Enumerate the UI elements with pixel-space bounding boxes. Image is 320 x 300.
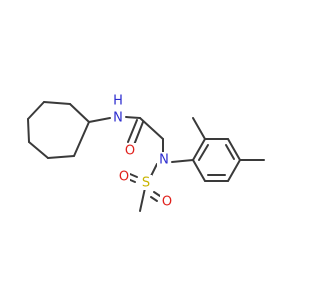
atom-label-n-sulfonamide: N xyxy=(159,153,169,168)
bond-s-o2-double-a xyxy=(153,191,161,197)
bond-carbonyl-to-ch2 xyxy=(139,117,164,140)
bond-ring-6 xyxy=(47,155,75,159)
bond-ring-1 xyxy=(69,103,90,123)
bond-ring-to-nh xyxy=(88,117,111,123)
atom-o-carbonyl: O xyxy=(124,143,137,159)
atom-label-s: S xyxy=(142,176,150,191)
bond-aryl-3-inner xyxy=(225,144,235,160)
bond-aryl-4 xyxy=(227,159,241,182)
bond-ring-2 xyxy=(43,101,71,105)
bond-aryl-1-inner xyxy=(198,144,209,161)
bond-nh-to-carbonyl xyxy=(125,116,141,119)
atom-s: S xyxy=(140,175,152,191)
atom-label-n-amide: N xyxy=(113,111,123,126)
bond-ring-4 xyxy=(27,118,30,143)
bond-s-to-methyl xyxy=(139,187,146,212)
bond-aryl-6 xyxy=(192,159,206,182)
bond-n-to-s xyxy=(150,163,158,177)
bond-ring-5 xyxy=(28,141,49,159)
bond-ring-7 xyxy=(73,121,90,157)
dimethylphenyl-ring xyxy=(192,138,241,182)
atom-label-o-sulfonyl-2: O xyxy=(162,195,172,210)
atom-o-sulfonyl-1: O xyxy=(117,170,130,185)
cycloheptyl-ring xyxy=(27,101,90,159)
bond-ortho-methyl xyxy=(192,117,206,140)
atom-n-amide: N xyxy=(112,111,124,126)
bond-carbonyl-double-b xyxy=(133,121,144,146)
atom-label-o-sulfonyl-1: O xyxy=(119,170,129,185)
atom-n-sulfonamide: N xyxy=(157,152,170,168)
bond-s-o2-double-b xyxy=(150,196,158,202)
bond-aryl-3 xyxy=(227,138,241,161)
bond-n-to-aryl xyxy=(171,159,194,163)
bond-s-o1-double-a xyxy=(129,173,138,178)
chemical-structure-diagram: N H O N S O O xyxy=(27,94,265,212)
atom-label-h-amide: H xyxy=(113,94,123,109)
bond-carbonyl-double-a xyxy=(127,119,138,143)
bond-ring-3 xyxy=(27,101,45,120)
atom-label-o-carbonyl: O xyxy=(125,144,135,159)
atom-o-sulfonyl-2: O xyxy=(160,195,173,210)
bond-aryl-1 xyxy=(192,138,206,161)
